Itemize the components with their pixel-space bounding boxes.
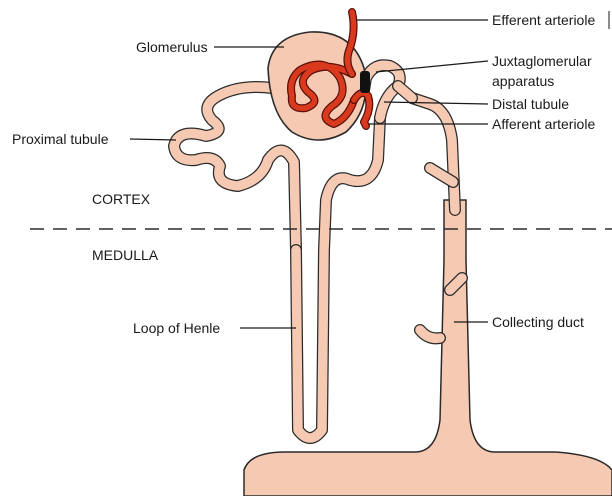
label-juxtaglomerular-line2: apparatus xyxy=(492,73,554,89)
label-cortex: CORTEX xyxy=(92,191,151,207)
label-collecting-duct: Collecting duct xyxy=(492,314,584,330)
label-medulla: MEDULLA xyxy=(92,247,159,263)
label-loop-of-henle: Loop of Henle xyxy=(133,320,220,336)
label-efferent-arteriole: Efferent arteriole xyxy=(492,12,595,28)
label-proximal-tubule: Proximal tubule xyxy=(12,131,109,147)
label-distal-tubule: Distal tubule xyxy=(492,96,569,112)
label-glomerulus: Glomerulus xyxy=(136,39,208,55)
juxtaglomerular-apparatus xyxy=(360,71,370,93)
label-juxtaglomerular-line1: Juxtaglomerular xyxy=(492,53,592,69)
label-afferent-arteriole: Afferent arteriole xyxy=(492,116,595,132)
loop-of-henle xyxy=(296,118,380,438)
